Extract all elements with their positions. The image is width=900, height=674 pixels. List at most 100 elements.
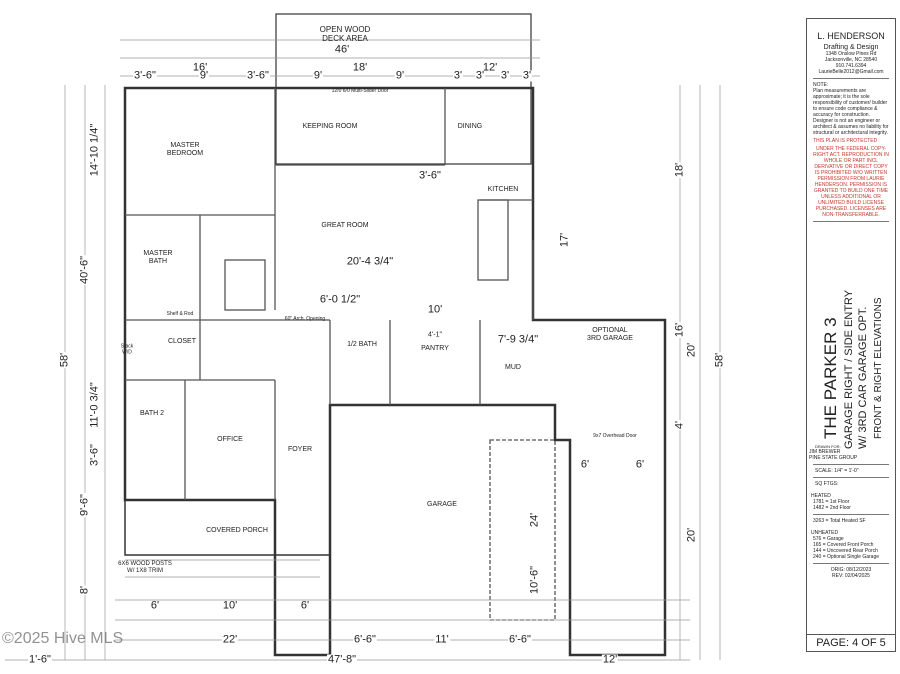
dim-interior: 7'-9 3/4" <box>496 333 540 346</box>
room-office: OFFICE <box>217 435 243 443</box>
dim-bottom: 6' <box>149 599 161 612</box>
heated-label: HEATED <box>811 493 831 499</box>
plan-subtitle-3: FRONT & RIGHT ELEVATIONS <box>873 297 884 439</box>
arch-note: 60" Arch. Opening <box>284 316 326 323</box>
room-covered-porch: COVERED PORCH <box>206 526 268 534</box>
dim-interior: 10'-6" <box>528 564 541 596</box>
garage-door-line <box>489 439 556 621</box>
room-keeping-room: KEEPING ROOM <box>302 122 358 130</box>
shelf-rod-note: Shelf & Rod <box>166 311 194 318</box>
dim-top: 18' <box>351 61 369 74</box>
room-dining: DINING <box>457 122 483 130</box>
email: LaurieBelle2012@Gmail.com <box>818 69 884 75</box>
dim-top: 16' <box>191 61 209 74</box>
dim-left: 9'-6" <box>78 493 91 517</box>
scale: SCALE: 1/4" = 1'-0" <box>815 468 859 474</box>
dim-bottom: 10' <box>221 599 239 612</box>
sqft-label: SQ FTGS: <box>815 481 839 487</box>
room-kitchen: KITCHEN <box>487 185 519 193</box>
watermark: ©2025 Hive MLS <box>2 630 124 647</box>
dim-bottom-total: 47'-8" <box>326 653 358 666</box>
note-heading: NOTE: <box>813 82 829 88</box>
slider-note: 12/0 6/0 Multi-Slider Door <box>331 88 389 95</box>
kitchen-island <box>477 199 509 281</box>
plan-subtitle-2: W/ 3RD CAR GARAGE OPT. <box>857 306 869 449</box>
shower <box>224 259 266 311</box>
room-optional-garage: OPTIONAL 3RD GARAGE <box>587 326 633 342</box>
room-pantry: PANTRY <box>421 344 449 352</box>
dim-bottom: 1'-6" <box>28 653 52 666</box>
dim-left: 8' <box>78 584 91 596</box>
dim-right: 17' <box>558 231 571 249</box>
overhead-door-note: 9x7 Overhead Door <box>593 433 637 440</box>
dim-top: 3' <box>499 69 511 82</box>
dim-right: 20' <box>685 526 698 544</box>
designer-name: L. HENDERSON <box>817 31 885 41</box>
dim-interior: 6'-0 1/2" <box>318 293 362 306</box>
dim-top: 9' <box>394 69 406 82</box>
room-closet: CLOSET <box>167 337 197 345</box>
dim-top-total: 46' <box>333 43 351 56</box>
orig-date: ORIG: 08/12/2023 <box>830 567 872 573</box>
dim-right-total: 58' <box>713 351 726 369</box>
unheated-optional-garage: 240 = Optional Single Garage <box>813 554 880 560</box>
copyright-text: UNDER THE FEDERAL COPY-RIGHT ACT. REPROD… <box>813 146 889 218</box>
dim-bottom: 22' <box>221 633 239 646</box>
dim-interior: 4'-1" <box>427 331 443 339</box>
dim-bottom: 11' <box>434 633 450 646</box>
dim-right: 4' <box>673 419 686 431</box>
company: Drafting & Design <box>823 44 879 51</box>
client: JIM BREWER <box>809 449 841 455</box>
unheated-label: UNHEATED <box>811 530 839 536</box>
room-master-bath: MASTER BATH <box>143 249 173 265</box>
title-block: L. HENDERSON Drafting & Design 1348 Onsl… <box>806 18 896 652</box>
dim-top: 12' <box>481 61 499 74</box>
dim-bottom: 6'-6" <box>353 633 377 646</box>
note-text: Plan measurements are approximate; it is… <box>813 88 889 136</box>
page-number: PAGE: 4 OF 5 <box>807 634 895 651</box>
dim-left: 3'-6" <box>88 443 101 467</box>
dim-interior: 3'-6" <box>418 169 442 182</box>
unheated-porch: 165 = Covered Front Porch <box>813 542 874 548</box>
dim-top: 3'-6" <box>246 69 270 82</box>
protected-text: THIS PLAN IS PROTECTED <box>813 138 878 144</box>
dim-top: 9' <box>198 69 210 82</box>
dim-top: 3' <box>452 69 464 82</box>
address1: 1348 Onslow Pines Rd <box>825 51 877 57</box>
dim-left: 11'-0 3/4" <box>88 381 101 429</box>
heated-2nd: 1482 = 2nd Floor <box>813 505 851 511</box>
room-half-bath: 1/2 BATH <box>347 340 377 348</box>
floor-plan: OPEN WOOD DECK AREA MASTER BEDROOM KEEPI… <box>5 13 726 666</box>
plan-subtitle-1: GARAGE RIGHT / SIDE ENTRY <box>843 289 855 449</box>
phone: 910.741.6394 <box>835 63 867 69</box>
dim-right: 16' <box>673 321 686 339</box>
client-company: PINE STATE GROUP <box>809 455 858 461</box>
room-master-bedroom: MASTER BEDROOM <box>166 141 204 157</box>
plan-name: THE PARKER 3 <box>821 317 840 439</box>
room-deck: OPEN WOOD DECK AREA <box>319 24 371 43</box>
dim-top: 9' <box>312 69 324 82</box>
total-heated: 3263 = Total Heated SF <box>813 518 866 524</box>
dim-interior: 6' <box>579 458 591 471</box>
dim-right: 18' <box>673 161 686 179</box>
drawn-for-label: DRAWN FOR: <box>815 444 841 449</box>
room-bath2: BATH 2 <box>140 409 164 417</box>
dim-interior: 20'-4 3/4" <box>345 255 395 268</box>
wd-note: Stack W/D <box>120 343 134 355</box>
dim-bottom: 6' <box>299 599 311 612</box>
dim-top: 3' <box>474 69 486 82</box>
room-foyer: FOYER <box>287 445 313 453</box>
unheated-garage: 576 = Garage <box>813 536 844 542</box>
room-great-room: GREAT ROOM <box>321 221 369 229</box>
dim-top: 3' <box>521 69 533 82</box>
address2: Jacksonville, NC 28540 <box>824 57 878 63</box>
dim-top: 3'-6" <box>133 69 157 82</box>
dim-interior: 24' <box>528 511 541 529</box>
dim-interior: 10' <box>426 303 444 316</box>
dim-left-total: 58' <box>58 351 71 369</box>
dim-left: 40'-6" <box>78 254 91 286</box>
room-garage: GARAGE <box>427 500 457 508</box>
unheated-rear-porch: 144 = Uncovered Rear Porch <box>813 548 878 554</box>
posts-note: 6X6 WOOD POSTS W/ 1X8 TRIM <box>118 561 172 574</box>
dim-right: 20' <box>685 341 698 359</box>
